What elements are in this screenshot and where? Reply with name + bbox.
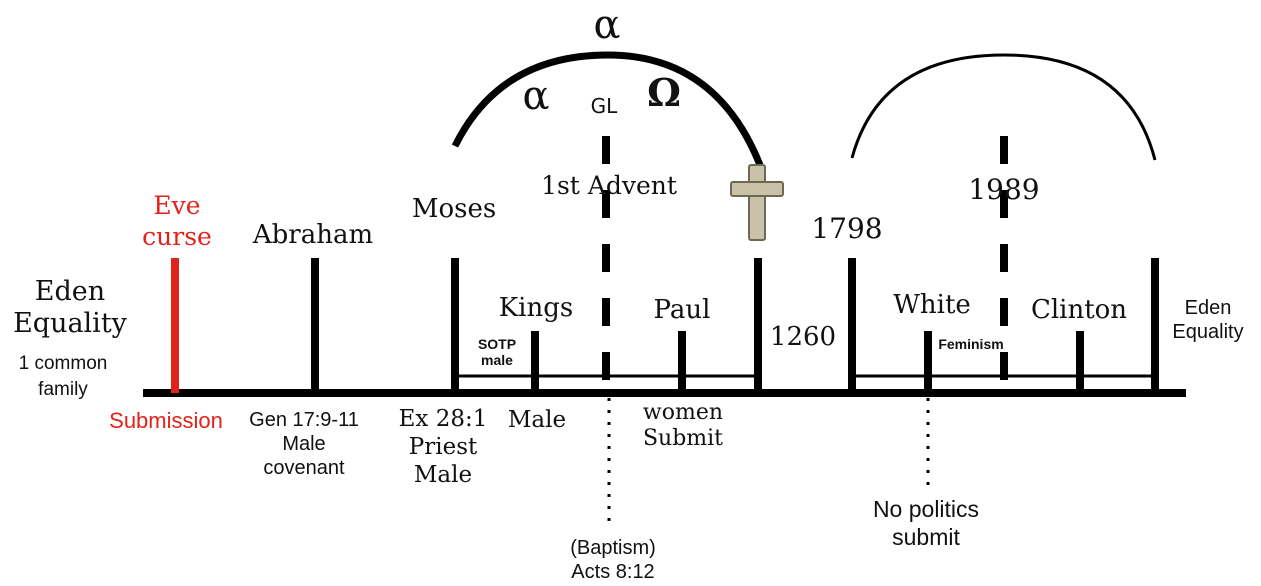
eden-equality-right-label: Eden Equality [1172,296,1243,344]
white-label: White [893,290,971,320]
no-politics-submit-label: No politics submit [873,495,979,551]
ex-priest-male-label: Ex 28:1 Priest Male [399,405,488,489]
women-line1: women [642,400,724,425]
omega-label: Ω [647,70,681,115]
baptism-acts-label: (Baptism) Acts 8:12 [570,536,656,584]
male-label: Male [507,407,567,433]
paul-label: Paul [653,295,711,325]
gen-line3: covenant [263,457,345,479]
baptism-line2: Acts 8:12 [571,561,655,583]
gen-line1: Gen 17:9-11 [249,409,359,431]
eden-left-line1: Eden [34,276,106,307]
abraham-label: Abraham [252,220,374,250]
eden-equality-left-label: Eden Equality [13,276,127,341]
alpha-left-label: α [522,73,550,119]
sotp-male-label: SOTP male [478,336,516,368]
common-family-line2: family [38,378,88,400]
eve-line1: Eve [153,191,201,220]
cross-icon [730,164,784,241]
submission-label: Submission [109,408,223,433]
eve-curse-label: Eve curse [142,190,212,253]
period-1260-label: 1260 [769,322,837,352]
gen-line2: Male [282,433,326,455]
eden-right-line2: Equality [1172,321,1244,343]
gen-covenant-label: Gen 17:9-11 Male covenant [249,408,359,480]
clinton-label: Clinton [1030,295,1128,325]
baptism-line1: (Baptism) [570,537,656,559]
kings-label: Kings [498,293,574,323]
moses-label: Moses [411,194,497,224]
left-arc [451,51,764,167]
eve-line2: curse [142,222,212,252]
eden-right-line1: Eden [1184,297,1232,319]
ex-line2: Priest [408,434,478,461]
ex-line1: Ex 28:1 [398,406,488,432]
common-family-label: 1 common family [19,351,108,402]
sotp-line2: male [481,352,513,369]
ex-line3: Male [413,462,473,489]
women-submit-label: women Submit [643,400,723,453]
first-advent-label: 1st Advent [541,171,677,200]
nopolitics-line2: submit [892,524,960,551]
eden-left-line2: Equality [13,308,127,340]
alpha-top-label: α [593,2,621,48]
sotp-line1: SOTP [477,336,517,352]
gl-label: GL [590,94,618,118]
common-family-line1: 1 common [18,353,108,374]
right-arc [850,53,1157,161]
women-line2: Submit [642,426,724,452]
feminism-label: Feminism [938,336,1004,352]
nopolitics-line1: No politics [872,496,980,522]
year-1798-label: 1798 [811,212,883,245]
year-1989-label: 1989 [968,173,1040,206]
